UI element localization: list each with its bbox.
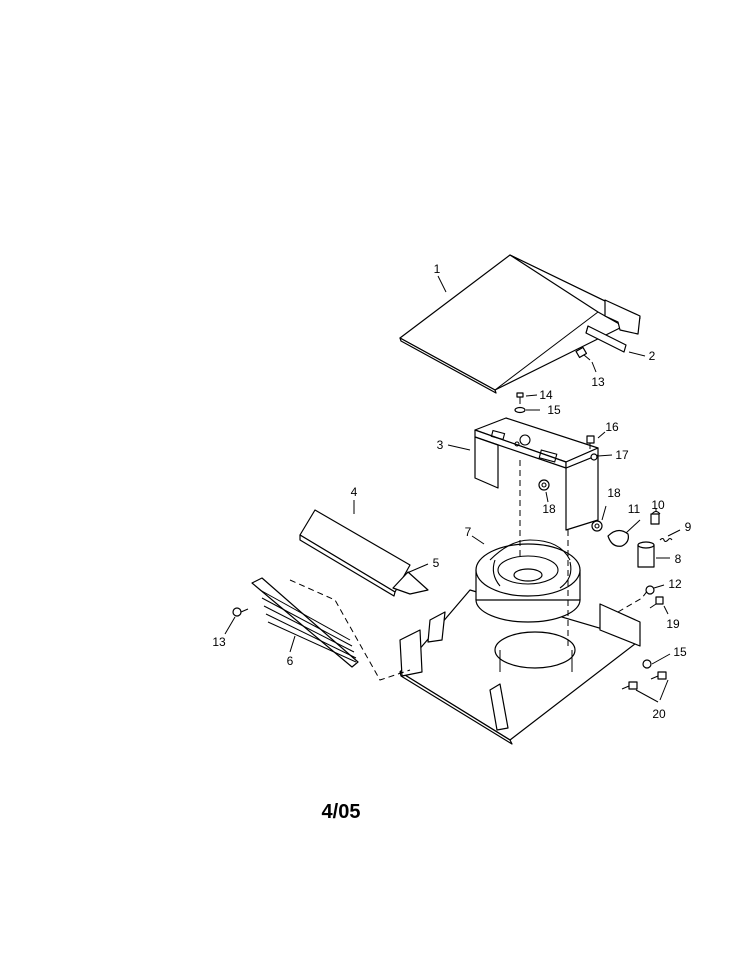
callout-15-bottom: 15 <box>673 645 687 659</box>
callout-17: 17 <box>615 448 629 462</box>
callout-13-grille: 13 <box>212 635 226 649</box>
part-18-grommet-left <box>538 479 550 491</box>
part-7-blower-wheel <box>475 539 581 623</box>
callout-3: 3 <box>437 438 444 452</box>
part-18-grommet-right <box>591 520 603 532</box>
base-pan <box>399 589 641 745</box>
callout-9: 9 <box>685 520 692 534</box>
assembly-dashed-lines <box>289 460 649 681</box>
part-6-grille <box>251 577 359 668</box>
part-11-motor-clip <box>607 529 629 547</box>
part-17-nut <box>590 453 598 461</box>
callout-16: 16 <box>605 420 619 434</box>
callout-20: 20 <box>652 707 666 721</box>
part-15-washer-top <box>514 406 526 414</box>
callout-11: 11 <box>628 502 641 516</box>
part-20-screws <box>621 671 667 690</box>
callout-1: 1 <box>434 262 441 276</box>
part-8-capacitor <box>637 541 655 568</box>
part-9-spring <box>659 537 673 543</box>
callout-2: 2 <box>649 349 656 363</box>
part-5-clip <box>392 571 429 595</box>
part-3-motor-bracket <box>474 417 599 531</box>
callout-4: 4 <box>351 485 358 499</box>
callout-15-top: 15 <box>547 403 561 417</box>
revision-date: 4/05 <box>322 801 361 823</box>
callout-5: 5 <box>433 556 440 570</box>
part-10-clip <box>650 510 661 525</box>
callout-13-top: 13 <box>591 375 605 389</box>
part-13-screw-grille <box>232 607 249 617</box>
callout-7: 7 <box>465 525 472 539</box>
callout-14: 14 <box>539 388 553 402</box>
callout-8: 8 <box>675 552 682 566</box>
callout-labels: 1 2 3 4 5 6 7 8 9 10 11 12 13 13 14 15 1… <box>212 262 691 721</box>
part-16-screw <box>586 435 595 449</box>
part-14-screw <box>516 392 524 404</box>
callout-10: 10 <box>651 498 665 512</box>
callout-18-right: 18 <box>607 486 621 500</box>
callout-19: 19 <box>666 617 680 631</box>
leader-lines <box>224 275 681 703</box>
part-2-bracket <box>585 325 627 353</box>
part-19-screw <box>649 596 664 609</box>
part-15-washer-bottom <box>642 659 652 669</box>
callout-6: 6 <box>287 654 294 668</box>
part-13-screw-top <box>575 346 591 361</box>
part-1-top-cover <box>399 254 641 394</box>
part-12-nut <box>645 585 655 595</box>
callout-18-left: 18 <box>542 502 556 516</box>
callout-12: 12 <box>668 577 682 591</box>
part-4-filter-rail <box>299 509 411 597</box>
